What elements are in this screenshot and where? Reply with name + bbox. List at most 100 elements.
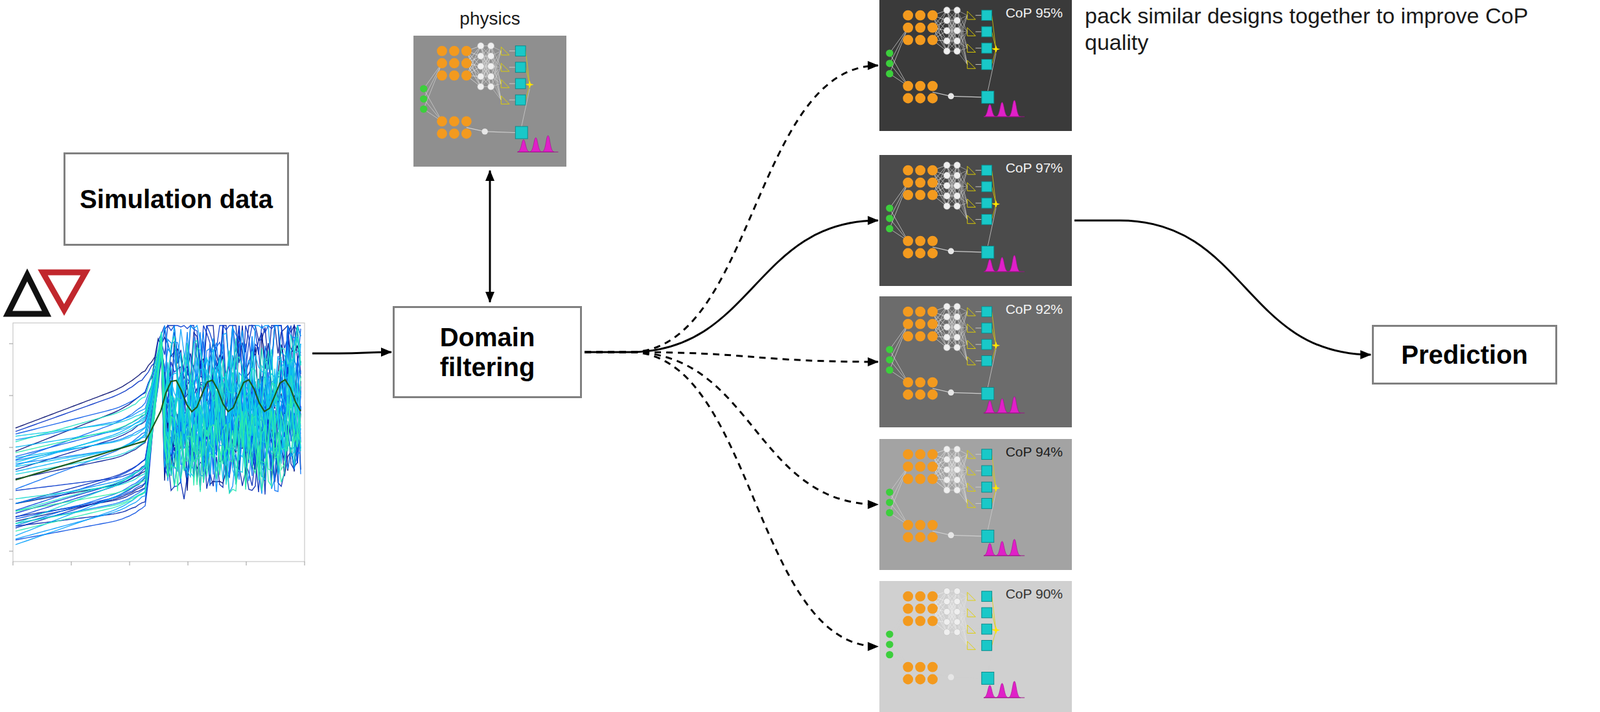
hidden-neuron bbox=[943, 192, 951, 199]
neuron bbox=[902, 177, 914, 188]
note-text: pack similar designs together to improve… bbox=[1084, 2, 1591, 56]
simulation-curve bbox=[15, 334, 301, 511]
model-panel: CoP 94% bbox=[879, 438, 1072, 570]
hidden-neuron bbox=[943, 628, 951, 636]
input-neuron bbox=[885, 366, 893, 374]
network-link bbox=[957, 185, 968, 220]
neuron bbox=[927, 177, 938, 188]
output-square bbox=[981, 591, 993, 602]
hidden-neuron bbox=[487, 52, 495, 59]
hidden-neuron bbox=[943, 47, 951, 55]
network-link bbox=[946, 316, 958, 348]
network-link bbox=[983, 270, 1025, 272]
input-neuron bbox=[885, 214, 893, 222]
distribution-peak bbox=[517, 139, 530, 152]
output-square bbox=[981, 465, 993, 476]
activation-shape bbox=[967, 44, 976, 53]
neuron bbox=[915, 165, 926, 176]
network-link bbox=[992, 470, 997, 488]
neuron bbox=[436, 128, 448, 139]
distribution-peak bbox=[983, 543, 997, 556]
hidden-neuron bbox=[487, 62, 495, 70]
network-link bbox=[975, 628, 982, 630]
neuron bbox=[902, 189, 914, 201]
network-link bbox=[992, 31, 997, 50]
distribution-peak bbox=[1008, 681, 1021, 698]
network-link bbox=[946, 459, 958, 490]
input-neuron bbox=[885, 508, 893, 516]
hidden-neuron bbox=[953, 628, 961, 636]
neuron bbox=[915, 10, 926, 21]
neuron bbox=[927, 165, 938, 176]
network-link bbox=[975, 486, 982, 488]
hidden-neuron bbox=[943, 344, 951, 351]
model-panel: CoP 97% bbox=[879, 154, 1072, 286]
hidden-neuron bbox=[943, 303, 951, 310]
neuron bbox=[915, 235, 926, 247]
axis-tick bbox=[304, 561, 306, 566]
activation-shape bbox=[967, 498, 976, 508]
network-link bbox=[950, 676, 982, 678]
distribution-peak bbox=[983, 259, 997, 272]
network-link bbox=[983, 554, 1025, 556]
neuron bbox=[461, 69, 472, 81]
neuron bbox=[915, 603, 926, 614]
neuron bbox=[915, 248, 926, 259]
axis-tick bbox=[12, 561, 14, 566]
input-neuron bbox=[885, 59, 893, 67]
input-neuron bbox=[885, 355, 893, 363]
network-link bbox=[957, 326, 968, 361]
network-illustration bbox=[885, 303, 1025, 413]
axis-tick bbox=[9, 498, 13, 500]
network-link bbox=[987, 633, 997, 672]
mean-curve bbox=[15, 379, 301, 480]
hidden-neuron bbox=[953, 313, 961, 321]
hidden-neuron bbox=[943, 587, 951, 595]
flow-arrow bbox=[584, 351, 879, 647]
neuron bbox=[915, 673, 926, 685]
output-square bbox=[981, 338, 993, 350]
network-illustration bbox=[885, 587, 1025, 698]
process-box: Domain filtering bbox=[392, 305, 582, 398]
simulation-curve bbox=[15, 325, 301, 442]
neuron bbox=[915, 306, 926, 317]
neuron bbox=[902, 532, 914, 543]
output-square bbox=[515, 62, 526, 73]
combine-star bbox=[525, 80, 534, 89]
network-link bbox=[517, 151, 558, 153]
network-link bbox=[957, 611, 968, 645]
activation-shape bbox=[967, 324, 976, 333]
axis-tick bbox=[187, 561, 189, 566]
output-square bbox=[981, 386, 995, 400]
network-link bbox=[992, 612, 997, 630]
network-illustration bbox=[885, 162, 1025, 272]
bias-dot bbox=[948, 389, 954, 396]
neuron bbox=[915, 318, 926, 330]
neuron bbox=[902, 93, 914, 104]
neuron bbox=[902, 661, 914, 673]
network-link bbox=[491, 66, 502, 100]
distribution-peak bbox=[529, 137, 542, 152]
neuron bbox=[927, 389, 938, 400]
network-link bbox=[950, 392, 982, 394]
input-neuron bbox=[885, 629, 893, 638]
output-square bbox=[981, 449, 993, 460]
neuron bbox=[915, 473, 926, 485]
combine-star bbox=[992, 340, 1001, 350]
neuron bbox=[902, 519, 914, 531]
neuron bbox=[915, 189, 926, 201]
hidden-neuron bbox=[953, 618, 961, 625]
distribution-peak bbox=[996, 398, 1009, 413]
network-link bbox=[889, 608, 908, 645]
activation-shape bbox=[967, 165, 976, 175]
flow-arrow bbox=[584, 220, 879, 352]
hidden-neuron bbox=[953, 172, 961, 179]
neuron bbox=[449, 69, 460, 81]
distribution-peak bbox=[541, 135, 555, 152]
simulation-curve bbox=[15, 325, 301, 517]
neuron bbox=[915, 34, 926, 46]
distribution-peak bbox=[983, 104, 997, 117]
network-link bbox=[975, 219, 982, 220]
neuron bbox=[902, 473, 914, 485]
box-label: Prediction bbox=[1401, 339, 1529, 370]
